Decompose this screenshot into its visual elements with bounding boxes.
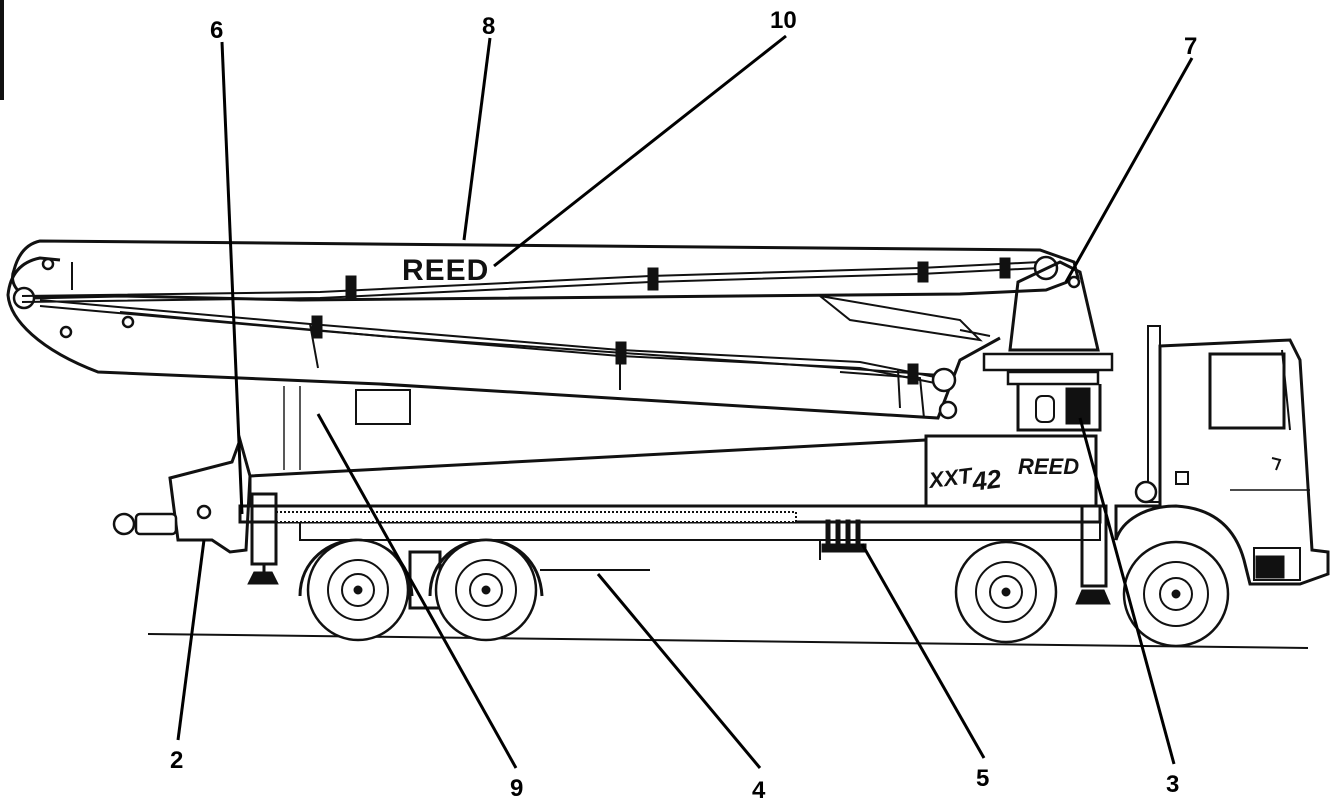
water-tank [408,550,442,610]
rear-pump-hopper [112,435,279,585]
scan-edge-mark [0,0,4,100]
callout-7: 7 [1184,33,1197,60]
callout-4: 4 [752,777,766,804]
leader-2 [176,539,206,741]
side-rail-dotted [275,511,797,523]
boom-assembly [6,239,1080,470]
badge-brand-mark: REED [1018,454,1079,479]
leader-5 [860,543,986,759]
callout-5: 5 [976,765,989,792]
callout-10: 10 [770,7,797,34]
leader-8 [462,37,492,241]
leader-6 [220,41,244,515]
turret [924,260,1114,508]
model-badge-letters: XXT [926,463,975,493]
callout-3: 3 [1166,771,1179,798]
truck-cab [1114,325,1330,586]
model-badge: XXT42 [926,459,1004,502]
leader-10 [493,34,787,268]
leader-3 [1078,417,1176,765]
callout-8: 8 [482,13,495,40]
leader-9 [316,413,518,769]
callout-9: 9 [510,775,523,802]
callout-6: 6 [210,17,223,44]
leader-7 [1064,57,1194,283]
leader-4 [596,573,762,769]
model-badge-number: 42 [970,463,1004,496]
ground-line [147,633,1309,649]
callout-labels: 2 3 4 5 6 7 8 9 10 [170,7,1197,804]
front-outrigger [1075,504,1111,605]
leader-lines [176,34,1194,769]
boom-logo: REED [402,254,489,287]
wheels [298,538,1230,648]
callout-2: 2 [170,747,183,774]
